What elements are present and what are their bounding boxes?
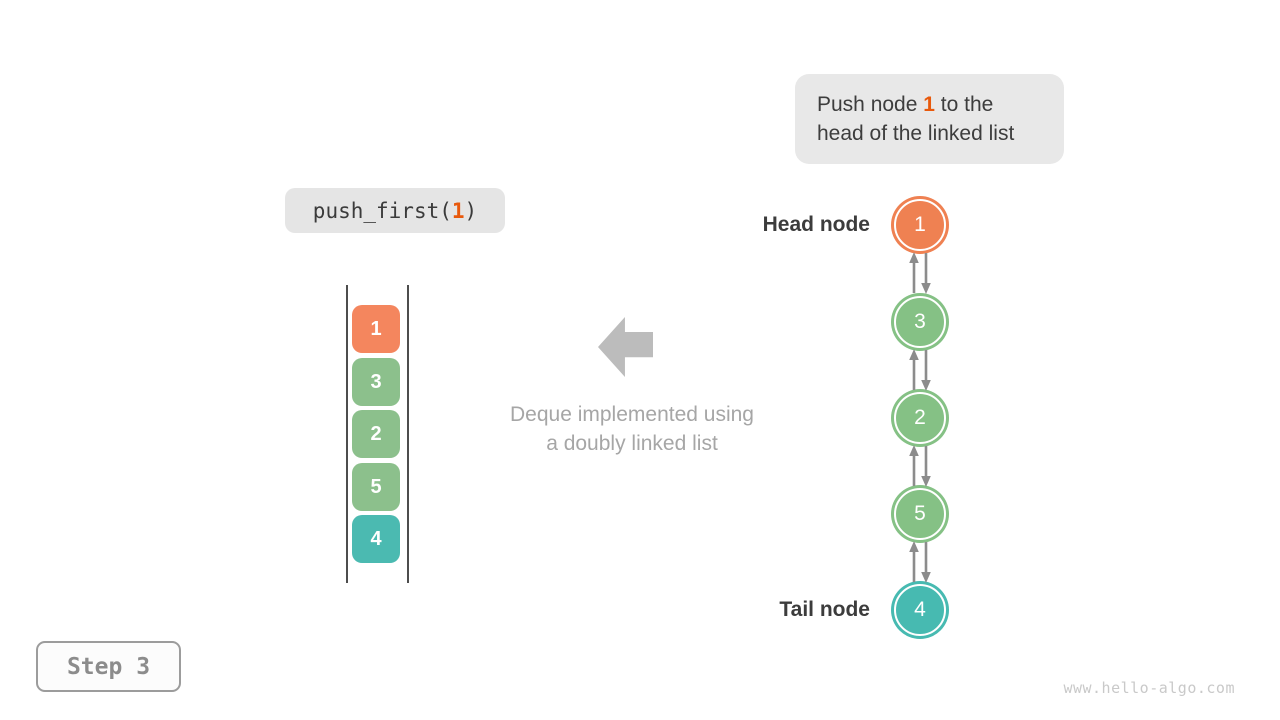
stack-cell: 1	[352, 305, 400, 353]
callout-text: Push node	[817, 93, 924, 116]
list-node: 3	[894, 296, 946, 348]
head-node-label: Head node	[762, 213, 870, 236]
caption-line-1: Deque implemented using	[510, 403, 754, 426]
code-arg-value: 1	[451, 198, 465, 223]
stack-cell: 5	[352, 463, 400, 511]
double-arrow-icon	[906, 348, 934, 392]
double-arrow-icon	[906, 444, 934, 488]
callout-text: to the	[934, 93, 994, 116]
code-call-box: push_first(1)	[285, 188, 505, 233]
stack-cell: 4	[352, 515, 400, 563]
code-text: )	[464, 198, 478, 223]
watermark: www.hello-algo.com	[1063, 679, 1235, 697]
stack-left-wall	[346, 285, 348, 583]
caption-line-2: a doubly linked list	[546, 432, 718, 455]
code-text: push_first(	[312, 198, 452, 223]
list-node: 5	[894, 488, 946, 540]
stack-right-wall	[407, 285, 409, 583]
double-arrow-icon	[906, 540, 934, 584]
list-node: 1	[894, 199, 946, 251]
left-arrow-icon	[598, 317, 653, 377]
list-node: 4	[894, 584, 946, 636]
caption: Deque implemented using a doubly linked …	[432, 400, 832, 458]
list-node: 2	[894, 392, 946, 444]
stack-cell: 2	[352, 410, 400, 458]
callout-highlight-value: 1	[923, 93, 935, 116]
callout-line-1: Push node 1 to the	[817, 90, 1064, 119]
step-badge: Step 3	[36, 641, 181, 692]
stack-cell: 3	[352, 358, 400, 406]
double-arrow-icon	[906, 251, 934, 295]
callout-box: Push node 1 to the head of the linked li…	[795, 74, 1064, 164]
tail-node-label: Tail node	[779, 598, 870, 621]
callout-line-2: head of the linked list	[817, 122, 1015, 145]
